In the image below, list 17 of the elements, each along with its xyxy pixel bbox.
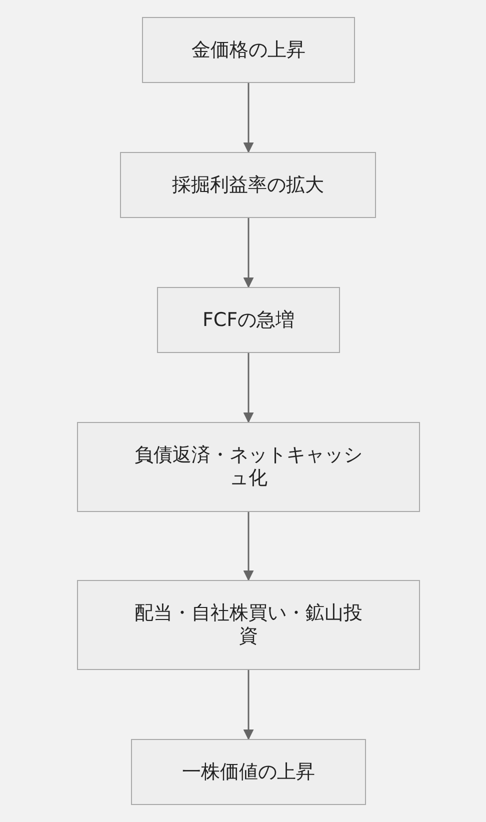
box-label: 採掘利益率の拡大 [172, 174, 324, 196]
box-label: 負債返済・ネットキャッシュ化 [134, 444, 364, 490]
arrow [243, 512, 254, 582]
process-box [157, 287, 340, 353]
arrow [243, 218, 254, 288]
box-label: FCFの急増 [202, 308, 295, 332]
arrow [243, 670, 254, 740]
process-box [77, 580, 420, 670]
process-box [131, 739, 366, 805]
process-box [120, 152, 376, 218]
box-label: 金価格の上昇 [192, 38, 306, 62]
process-box [77, 422, 420, 512]
box-label: 一株価値の上昇 [182, 760, 315, 784]
arrow [243, 83, 254, 154]
arrow [243, 353, 254, 424]
box-label: 配当・自社株買い・鉱山投資 [134, 602, 364, 648]
process-box [142, 17, 355, 83]
